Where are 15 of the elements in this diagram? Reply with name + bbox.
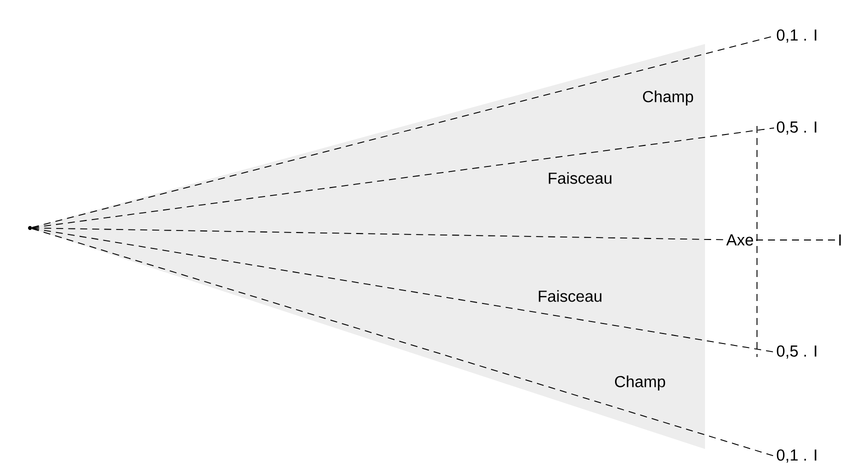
intensity-label: 0,1 . I bbox=[776, 29, 816, 43]
region-label: Champ bbox=[615, 376, 666, 390]
beam-line bbox=[32, 128, 774, 228]
axis-label: Axe bbox=[724, 232, 756, 248]
beam-line bbox=[32, 228, 774, 352]
beam-line bbox=[32, 228, 774, 456]
region-label: Faisceau bbox=[548, 172, 612, 184]
intensity-label: 0,5 . I bbox=[776, 121, 816, 135]
intensity-label: 0,1 . I bbox=[776, 449, 816, 463]
beam-line bbox=[32, 228, 724, 240]
region-label: Faisceau bbox=[538, 290, 602, 302]
intensity-label: 0,5 . I bbox=[776, 345, 816, 359]
intensity-label: I bbox=[839, 234, 841, 246]
source-point bbox=[28, 226, 32, 230]
region-label: Champ bbox=[643, 90, 694, 106]
